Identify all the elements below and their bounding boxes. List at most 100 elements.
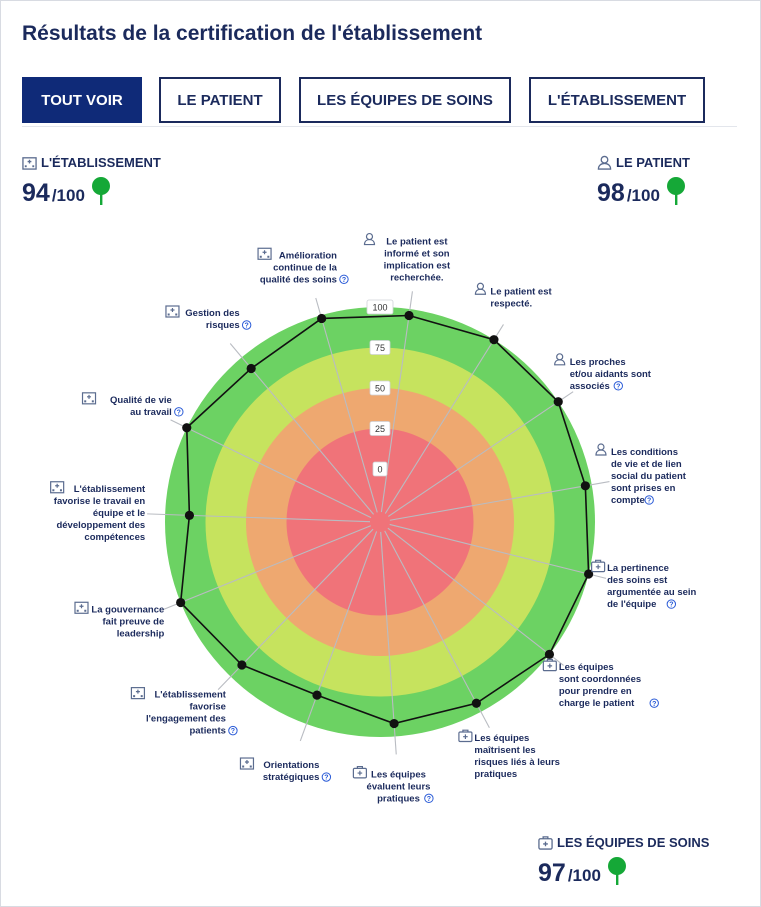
data-point — [246, 363, 256, 374]
spoke-line — [387, 391, 574, 517]
tree-icon — [666, 177, 685, 205]
axis-label: qualité des soins — [260, 274, 337, 285]
tab-le-patient[interactable]: LE PATIENT — [159, 77, 281, 123]
help-icon[interactable] — [241, 320, 252, 330]
help-icon[interactable] — [339, 274, 349, 284]
axis-label: favorise le travail en — [54, 496, 146, 507]
help-icon[interactable] — [174, 407, 184, 417]
axis-label: sont prises en — [611, 483, 676, 494]
help-icon[interactable] — [424, 793, 434, 804]
help-icon[interactable] — [228, 725, 238, 736]
hospital-icon — [22, 157, 37, 170]
person-icon — [554, 353, 566, 366]
axis-label: continue de la — [273, 262, 338, 273]
spoke-line — [389, 523, 607, 579]
medical-kit-icon — [542, 658, 557, 672]
axis-label: des soins est — [607, 575, 668, 586]
axis-label: stratégiques — [263, 772, 320, 783]
tab-divider — [22, 126, 737, 127]
data-point — [580, 481, 590, 491]
axis-label: fait preuve de — [103, 616, 165, 627]
data-point — [471, 698, 481, 708]
tab-equipes-de-soins[interactable]: LES ÉQUIPES DE SOINS — [299, 77, 511, 123]
hospital-icon — [165, 305, 180, 318]
tree-icon — [91, 177, 110, 205]
axis-label: Les proches — [570, 357, 626, 368]
axis-label: Les équipes — [474, 733, 529, 744]
score-equipes: LES ÉQUIPES DE SOINS 97 /100 — [538, 835, 709, 886]
axis-label: L'établissement — [154, 690, 226, 701]
axis-label: favorise — [189, 702, 225, 713]
axis-label: Amélioration — [279, 250, 337, 261]
axis-label: Le patient est — [490, 286, 552, 297]
page-title: Résultats de la certification de l'établ… — [22, 22, 483, 45]
help-icon-glyph: ? — [647, 498, 651, 505]
person-icon — [474, 282, 487, 295]
axis-label: évaluent leurs — [367, 781, 431, 792]
axis-label: Les équipes — [371, 769, 426, 780]
hospital-icon — [81, 392, 97, 405]
medical-kit-icon — [538, 836, 553, 850]
medical-kit-icon — [352, 765, 367, 779]
spoke-line — [389, 480, 610, 521]
axis-label: sont coordonnées — [559, 674, 641, 685]
spoke-line — [299, 531, 378, 742]
help-icon[interactable] — [613, 381, 623, 391]
axis-label: Qualité de vie — [110, 395, 172, 406]
axis-label: développement des — [56, 520, 145, 531]
axis-label: maîtrisent les — [474, 745, 535, 756]
score-patient-max: /100 — [626, 186, 660, 205]
axis-label: et/ou aidants sont — [570, 369, 652, 380]
help-icon[interactable] — [321, 772, 332, 782]
axis-label: pratiques — [474, 769, 517, 780]
ring-tick-box — [372, 461, 388, 477]
spoke-line — [384, 324, 504, 514]
ring-tick-box — [369, 380, 391, 396]
axis-label: de l'équipe — [607, 599, 656, 610]
help-icon-glyph: ? — [342, 277, 346, 284]
axis-label: implication est — [384, 261, 451, 272]
help-icon-glyph: ? — [669, 602, 673, 609]
axis-label: équipe et le — [93, 508, 145, 519]
tab-tout-voir[interactable]: TOUT VOIR — [22, 77, 142, 123]
data-point — [389, 718, 399, 729]
axis-label: La pertinence — [607, 563, 669, 574]
help-icon[interactable] — [649, 698, 659, 708]
hospital-icon — [74, 601, 89, 614]
score-etablissement-value: 94 — [22, 179, 50, 207]
help-icon-glyph: ? — [177, 409, 181, 416]
help-icon-glyph: ? — [231, 728, 235, 735]
spoke-line — [163, 525, 371, 610]
data-point — [544, 649, 555, 659]
axis-label: compétences — [84, 532, 145, 543]
hospital-icon — [50, 481, 65, 494]
person-icon — [597, 155, 612, 170]
data-point — [489, 335, 499, 345]
ring-tick-label: 0 — [377, 465, 382, 475]
help-icon[interactable] — [666, 599, 677, 609]
hospital-icon — [239, 757, 255, 770]
help-icon[interactable] — [644, 495, 654, 505]
axis-label: social du patient — [611, 471, 687, 482]
score-polygon — [179, 314, 590, 725]
data-point — [182, 423, 192, 433]
spoke-line — [170, 419, 372, 519]
score-patient-value: 98 — [597, 179, 625, 207]
tab-etablissement[interactable]: L'ÉTABLISSEMENT — [529, 77, 705, 123]
ring-tick-box — [366, 299, 394, 315]
data-point — [176, 597, 186, 608]
axis-label: Gestion des — [185, 308, 239, 319]
axis-label: recherchée. — [390, 273, 443, 284]
